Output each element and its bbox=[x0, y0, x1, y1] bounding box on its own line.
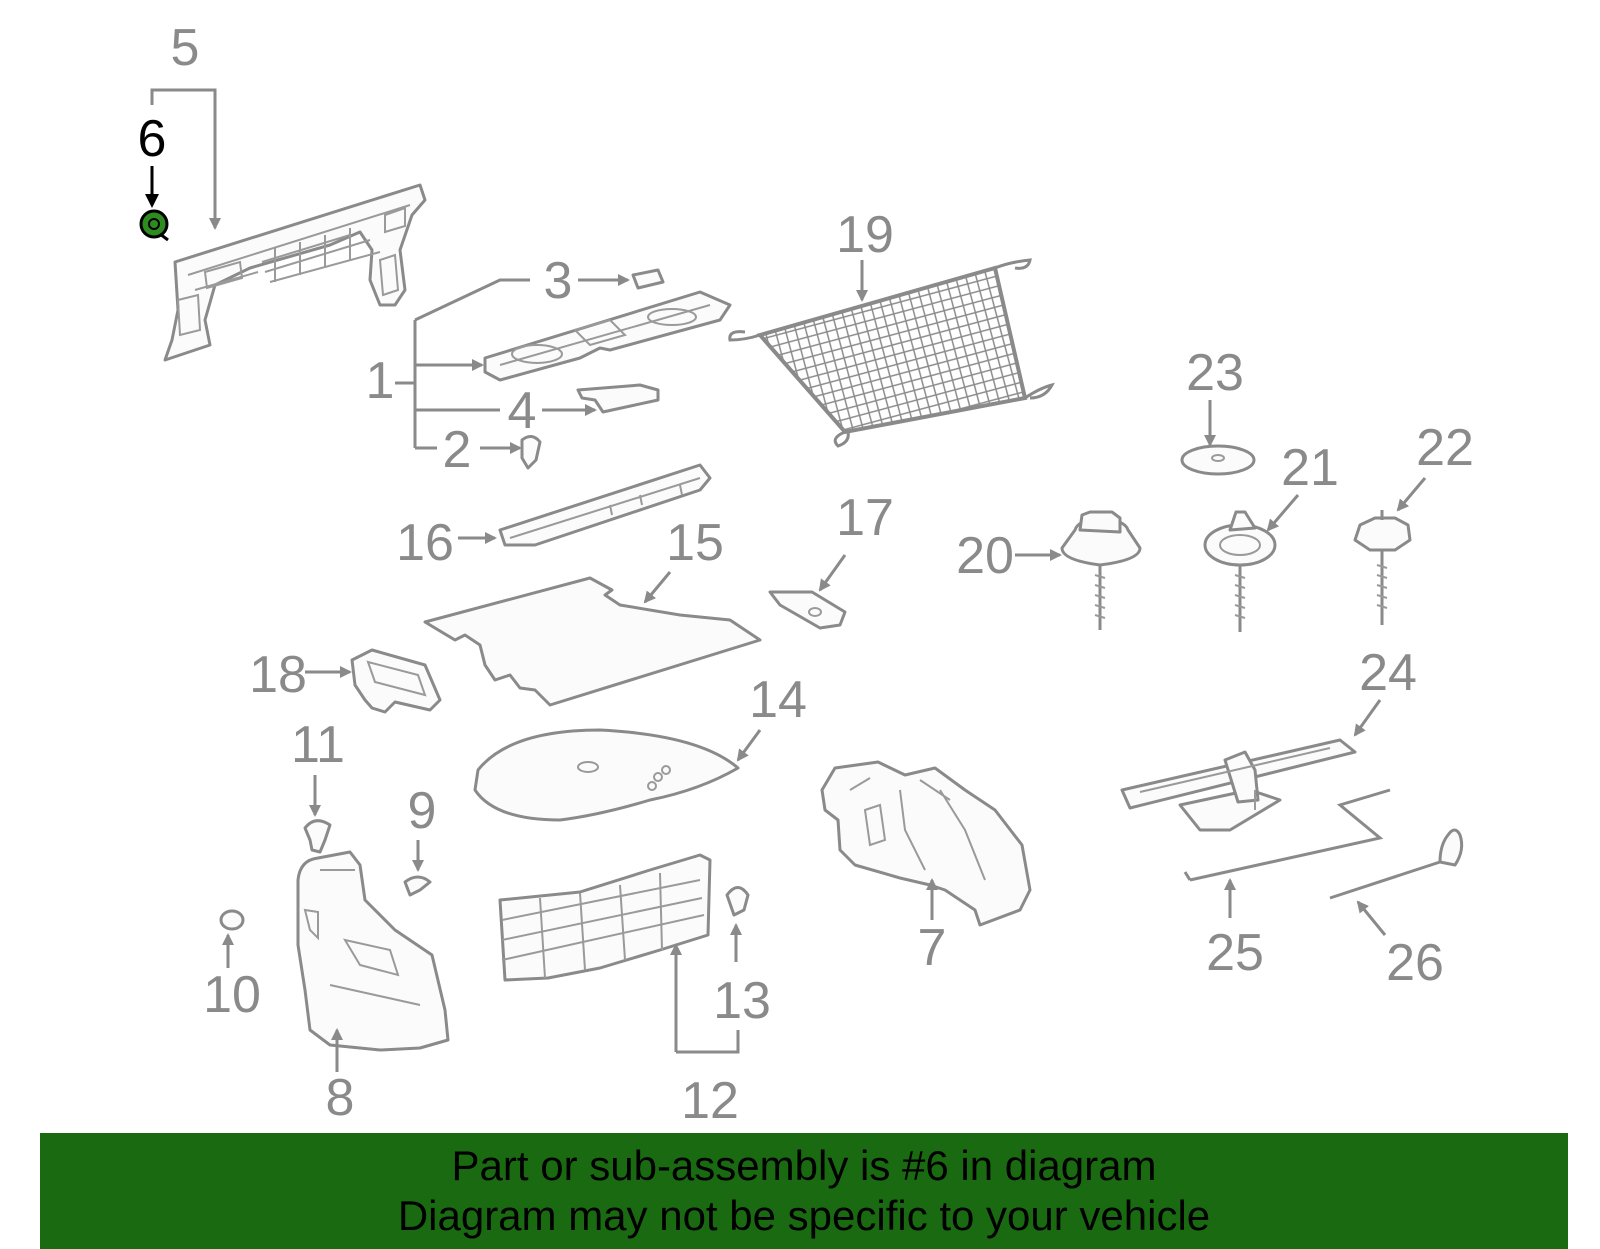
part-3-cover[interactable] bbox=[631, 268, 665, 290]
callout-17-group: 17 bbox=[818, 489, 894, 592]
part-16-trim-strip[interactable] bbox=[498, 463, 712, 547]
callout-21-group: 21 bbox=[1266, 439, 1339, 532]
banner-line-disclaimer: Diagram may not be specific to your vehi… bbox=[397, 1192, 1211, 1239]
callout-5: 5 bbox=[171, 19, 200, 77]
part-14-trunk-board[interactable] bbox=[473, 728, 740, 822]
info-banner: Part or sub-assembly is #6 in diagram Di… bbox=[40, 1133, 1568, 1249]
callout-23: 23 bbox=[1186, 344, 1244, 402]
callout-2-group: 2 bbox=[443, 421, 522, 479]
part-2-clip[interactable] bbox=[520, 435, 542, 470]
callout-7-group: 7 bbox=[918, 878, 947, 977]
part-19-cargo-net[interactable] bbox=[728, 258, 1055, 448]
callout-9-group: 9 bbox=[408, 782, 437, 872]
part-22-hold-down[interactable] bbox=[1353, 510, 1412, 625]
callout-22-group: 22 bbox=[1396, 419, 1474, 512]
callout-26-group: 26 bbox=[1356, 900, 1444, 992]
callout-13-group: 13 bbox=[713, 923, 771, 1030]
callout-26: 26 bbox=[1386, 934, 1444, 992]
callout-4-group: 4 bbox=[508, 382, 597, 440]
part-26-lug-wrench[interactable] bbox=[1329, 828, 1464, 900]
callout-24-group: 24 bbox=[1353, 644, 1417, 737]
part-10-plug[interactable] bbox=[219, 909, 245, 931]
callout-24: 24 bbox=[1359, 644, 1417, 702]
part-23-cap[interactable] bbox=[1180, 444, 1256, 476]
callout-20: 20 bbox=[956, 527, 1014, 585]
callout-7: 7 bbox=[918, 919, 947, 977]
callout-13: 13 bbox=[713, 972, 771, 1030]
callout-18-group: 18 bbox=[249, 646, 352, 704]
callout-19: 19 bbox=[836, 206, 894, 264]
part-13-clip[interactable] bbox=[725, 886, 750, 917]
part-18-tray[interactable] bbox=[350, 648, 442, 714]
callout-14: 14 bbox=[749, 671, 807, 729]
part-6-highlighted-clip[interactable] bbox=[139, 209, 169, 242]
callout-12: 12 bbox=[681, 1072, 739, 1130]
part-8-side-trim[interactable] bbox=[296, 850, 450, 1052]
callout-16-group: 16 bbox=[396, 514, 497, 572]
callout-1: 1 bbox=[366, 352, 395, 410]
callout-5-group: 5 bbox=[150, 19, 221, 230]
callout-22: 22 bbox=[1416, 419, 1474, 477]
part-11-clip[interactable] bbox=[303, 819, 332, 854]
part-24-jack[interactable] bbox=[1120, 738, 1357, 832]
callout-12-group: 12 bbox=[670, 943, 740, 1130]
part-4-bracket[interactable] bbox=[576, 383, 660, 414]
callout-25-group: 25 bbox=[1206, 878, 1264, 982]
part-20-spare-tire-holder[interactable] bbox=[1060, 510, 1142, 630]
callout-20-group: 20 bbox=[956, 527, 1062, 585]
part-5-rear-panel[interactable] bbox=[163, 183, 427, 362]
callout-4: 4 bbox=[508, 382, 537, 440]
callout-1-bracket: 1 bbox=[366, 278, 530, 450]
part-12-rear-trim-panel[interactable] bbox=[498, 853, 712, 982]
callout-3-group: 3 bbox=[544, 252, 630, 310]
callout-15-group: 15 bbox=[643, 514, 724, 604]
callout-14-group: 14 bbox=[736, 671, 807, 762]
callout-2: 2 bbox=[443, 421, 472, 479]
callout-10-group: 10 bbox=[203, 933, 261, 1024]
callout-11: 11 bbox=[291, 716, 345, 774]
callout-23-group: 23 bbox=[1186, 344, 1244, 447]
callout-6-group: 6 bbox=[138, 110, 167, 208]
callout-17: 17 bbox=[836, 489, 894, 547]
part-21-spare-tire-bolt[interactable] bbox=[1203, 510, 1277, 632]
callout-8: 8 bbox=[326, 1069, 355, 1127]
part-1-package-tray[interactable] bbox=[483, 290, 732, 382]
callout-16: 16 bbox=[396, 514, 454, 572]
banner-line-part: Part or sub-assembly is #6 in diagram bbox=[451, 1142, 1157, 1189]
callout-15: 15 bbox=[666, 514, 724, 572]
callout-10: 10 bbox=[203, 966, 261, 1024]
callout-11-group: 11 bbox=[291, 716, 345, 817]
callout-19-group: 19 bbox=[836, 206, 894, 302]
callout-18: 18 bbox=[249, 646, 307, 704]
callout-9: 9 bbox=[408, 782, 437, 840]
part-25-jack-handle[interactable] bbox=[1183, 788, 1391, 882]
callout-3: 3 bbox=[544, 252, 573, 310]
part-15-trunk-floor-mat[interactable] bbox=[423, 576, 762, 707]
callout-6: 6 bbox=[138, 110, 167, 168]
part-9-screw[interactable] bbox=[403, 875, 432, 897]
callout-25: 25 bbox=[1206, 924, 1264, 982]
part-7-wheelhouse-trim[interactable] bbox=[820, 760, 1032, 927]
callout-8-group: 8 bbox=[326, 1028, 355, 1127]
part-17-pad[interactable] bbox=[768, 590, 847, 630]
callout-21: 21 bbox=[1281, 439, 1339, 497]
